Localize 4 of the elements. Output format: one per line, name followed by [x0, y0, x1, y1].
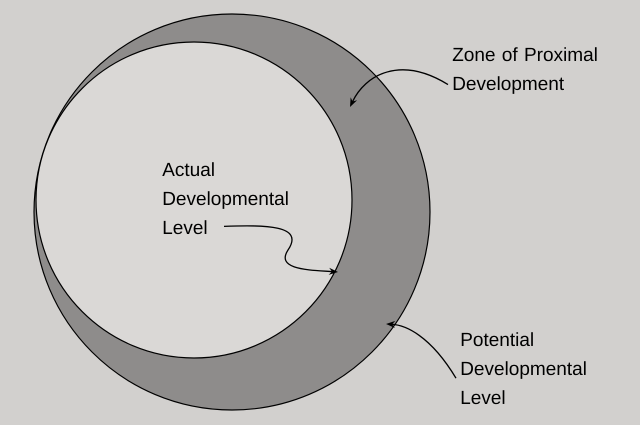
text-label: Zone of Proximal Development: [452, 47, 597, 94]
text-label: Actual Developmental Level: [162, 162, 288, 234]
inner-circle: [35, 41, 353, 359]
text-label: Potential Developmental Level: [462, 332, 586, 404]
